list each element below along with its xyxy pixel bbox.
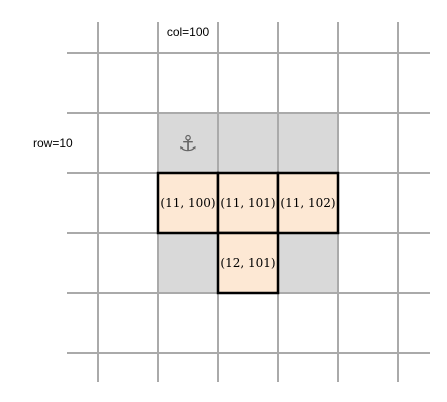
cell-coordinate-label: (11, 101) <box>220 196 275 210</box>
highlight-cell <box>156 171 220 235</box>
cell-coordinate-label: (11, 100) <box>160 196 215 210</box>
highlighted-cells: (11, 100) (11, 101) (11, 102) (12, 101) <box>156 171 340 295</box>
highlight-cell <box>276 171 340 235</box>
col-label: col=100 <box>167 25 210 39</box>
row-label: row=10 <box>33 136 73 150</box>
cell-coordinate-label: (12, 101) <box>220 256 275 270</box>
cell-coordinate-label: (11, 102) <box>280 196 335 210</box>
highlight-cell <box>216 231 280 295</box>
anchor-icon: ⚓ <box>178 132 198 157</box>
